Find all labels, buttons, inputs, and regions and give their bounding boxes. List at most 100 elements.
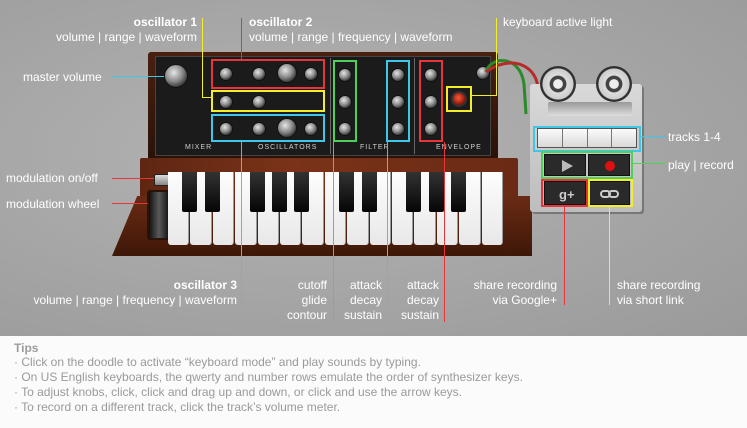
tape-reel-left bbox=[540, 66, 576, 102]
osc1-highlight bbox=[211, 90, 325, 112]
track-meters[interactable] bbox=[537, 128, 637, 148]
share-link-button[interactable] bbox=[588, 181, 630, 205]
filter-right-highlight bbox=[386, 60, 410, 142]
contour-knob[interactable] bbox=[338, 122, 352, 136]
envelope-sustain-knob[interactable] bbox=[424, 122, 438, 136]
white-key[interactable] bbox=[481, 172, 503, 245]
osc3-title: oscillator 3 bbox=[173, 278, 237, 292]
black-key[interactable] bbox=[451, 172, 467, 212]
envelope-attack-knob[interactable] bbox=[424, 68, 438, 82]
google-plus-icon: g+ bbox=[559, 187, 575, 202]
play-button[interactable] bbox=[544, 154, 586, 176]
tracks-callout-line bbox=[641, 136, 665, 137]
share-gplus-label-1: share recording bbox=[473, 278, 557, 292]
osc1-subtitle: volume | range | waveform bbox=[56, 30, 197, 44]
filter-decay-knob[interactable] bbox=[391, 95, 405, 109]
osc2-highlight bbox=[211, 59, 325, 89]
filter-right-callout-line bbox=[387, 142, 388, 322]
envelope-highlight bbox=[419, 60, 443, 142]
keyboard-light-highlight bbox=[446, 86, 472, 112]
share-link-callout-line bbox=[609, 207, 610, 305]
osc3-volume-knob[interactable] bbox=[219, 122, 233, 136]
filter-sustain-knob[interactable] bbox=[391, 122, 405, 136]
svg-text:g+: g+ bbox=[559, 187, 575, 202]
black-key[interactable] bbox=[339, 172, 355, 212]
tape-reel-right bbox=[596, 66, 632, 102]
tip-line: · To adjust knobs, click, click and drag… bbox=[14, 385, 463, 399]
osc2-title: oscillator 2 bbox=[249, 15, 313, 29]
filter-left-callout-line bbox=[333, 142, 334, 322]
share-gplus-callout-line bbox=[564, 207, 565, 305]
keyboard-light-label: keyboard active light bbox=[503, 15, 613, 29]
osc1-title: oscillator 1 bbox=[133, 15, 197, 29]
filter-attack-knob[interactable] bbox=[391, 68, 405, 82]
tracks-label: tracks 1-4 bbox=[668, 130, 721, 144]
osc3-frequency-knob[interactable] bbox=[277, 118, 297, 138]
share-link-highlight bbox=[588, 179, 633, 207]
modulation-wheel-label: modulation wheel bbox=[6, 197, 100, 211]
track-meter-2[interactable] bbox=[562, 129, 588, 147]
osc1-callout-line bbox=[202, 97, 212, 98]
osc1-volume-knob[interactable] bbox=[219, 67, 233, 81]
osc1-waveform-knob[interactable] bbox=[252, 95, 266, 109]
doodle-stage[interactable]: MIXER OSCILLATORS FILTER ENVELOPE bbox=[0, 0, 747, 336]
track-meter-1[interactable] bbox=[538, 129, 563, 147]
black-key[interactable] bbox=[182, 172, 198, 212]
osc3-range-knob[interactable] bbox=[252, 122, 266, 136]
black-key[interactable] bbox=[294, 172, 310, 212]
panel-divider bbox=[330, 58, 331, 154]
share-gplus-highlight bbox=[541, 179, 588, 207]
panel-label-mixer: MIXER bbox=[185, 144, 213, 151]
filter-right-label-3: sustain bbox=[343, 308, 382, 322]
osc2-volume-knob[interactable] bbox=[252, 67, 266, 81]
panel-label-envelope: ENVELOPE bbox=[436, 144, 482, 151]
tracks-highlight bbox=[533, 126, 641, 152]
panel-label-filter: FILTER bbox=[360, 144, 390, 151]
envelope-decay-knob[interactable] bbox=[424, 95, 438, 109]
filter-right-label-2: decay bbox=[349, 293, 382, 307]
play-record-label: play | record bbox=[668, 158, 734, 172]
keyboard-light-callout-line bbox=[472, 95, 497, 96]
black-key[interactable] bbox=[272, 172, 287, 212]
black-key[interactable] bbox=[361, 172, 377, 212]
cutoff-knob[interactable] bbox=[338, 68, 352, 82]
black-key[interactable] bbox=[428, 172, 444, 212]
share-gplus-label-2: via Google+ bbox=[492, 293, 557, 307]
record-icon bbox=[605, 161, 615, 171]
panel-label-oscillators: OSCILLATORS bbox=[258, 144, 318, 151]
black-key[interactable] bbox=[204, 172, 220, 212]
filter-left-label-1: cutoff bbox=[297, 278, 327, 292]
tape-head bbox=[548, 102, 632, 116]
filter-left-highlight bbox=[333, 60, 357, 142]
osc2-subtitle: volume | range | frequency | waveform bbox=[249, 30, 453, 44]
share-link-label-2: via short link bbox=[617, 293, 684, 307]
black-key[interactable] bbox=[406, 172, 422, 212]
osc3-highlight bbox=[211, 114, 325, 142]
osc3-callout-line bbox=[241, 142, 242, 304]
osc3-subtitle: volume | range | frequency | waveform bbox=[33, 293, 237, 307]
osc1-callout-line bbox=[202, 18, 203, 98]
osc2-range-knob[interactable] bbox=[277, 63, 297, 83]
tip-line: · To record on a different track, click … bbox=[14, 400, 341, 414]
record-button[interactable] bbox=[588, 154, 630, 176]
tip-line: · On US English keyboards, the qwerty an… bbox=[14, 370, 523, 384]
osc2-frequency-knob[interactable] bbox=[304, 67, 318, 81]
panel-divider bbox=[414, 58, 415, 154]
envelope-label-2: decay bbox=[406, 293, 439, 307]
keyboard-active-light[interactable] bbox=[451, 91, 467, 107]
glide-knob[interactable] bbox=[338, 95, 352, 109]
master-volume-label: master volume bbox=[23, 70, 102, 84]
black-key[interactable] bbox=[249, 172, 265, 212]
osc1-range-knob[interactable] bbox=[219, 95, 233, 109]
modulation-wheel-callout-line bbox=[112, 203, 148, 204]
osc3-waveform-knob[interactable] bbox=[304, 122, 318, 136]
track-meter-3[interactable] bbox=[587, 129, 613, 147]
share-google-plus-button[interactable]: g+ bbox=[544, 181, 586, 205]
track-meter-4[interactable] bbox=[612, 129, 636, 147]
osc2-callout-line bbox=[241, 18, 242, 60]
tip-line: · Click on the doodle to activate “keybo… bbox=[14, 355, 421, 369]
master-volume-knob[interactable] bbox=[164, 64, 188, 88]
share-link-label-1: share recording bbox=[617, 278, 701, 292]
play-icon bbox=[562, 160, 573, 172]
master-volume-callout-line bbox=[112, 76, 164, 77]
